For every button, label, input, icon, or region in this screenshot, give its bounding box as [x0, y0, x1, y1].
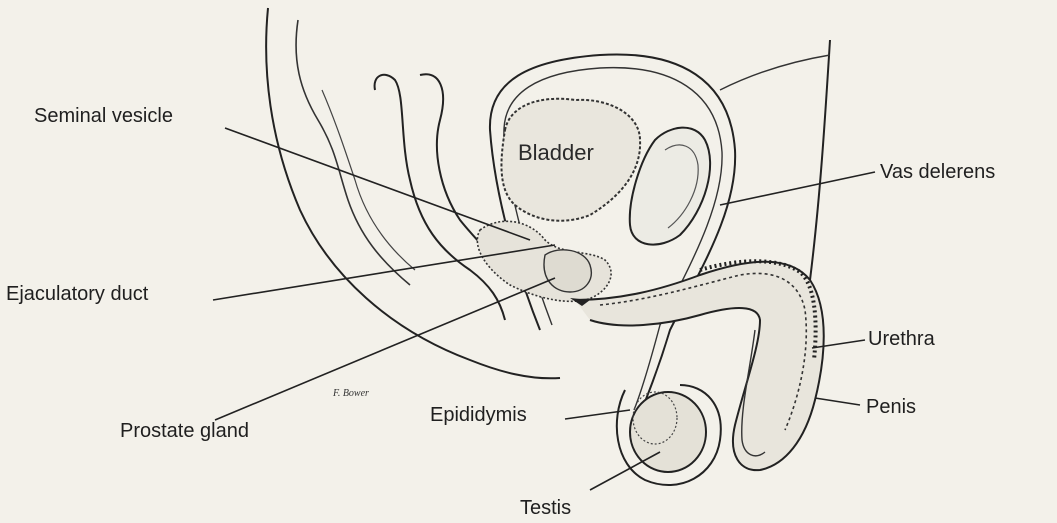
label-seminal-vesicle: Seminal vesicle — [34, 106, 173, 126]
label-testis: Testis — [520, 498, 571, 518]
leader-epididymis — [565, 410, 630, 419]
label-urethra: Urethra — [868, 329, 935, 349]
label-penis: Penis — [866, 397, 916, 417]
leader-penis — [815, 398, 860, 405]
leader-testis — [590, 452, 660, 490]
sacrum-outline — [296, 20, 410, 285]
abdominal-wall — [810, 40, 830, 280]
testis-shape — [630, 392, 706, 472]
bladder-label: Bladder — [518, 140, 594, 165]
label-vas-deferens: Vas delerens — [880, 162, 995, 182]
label-ejaculatory-duct: Ejaculatory duct — [6, 284, 148, 304]
rectum-outline — [375, 75, 505, 320]
leader-seminal-vesicle — [225, 128, 530, 240]
leader-prostate-gland — [215, 278, 555, 420]
leader-vas-deferens — [720, 172, 875, 205]
label-epididymis: Epididymis — [430, 405, 527, 425]
label-prostate-gland: Prostate gland — [120, 421, 249, 441]
abdominal-fold — [720, 55, 830, 90]
artist-signature: F. Bower — [332, 388, 369, 399]
